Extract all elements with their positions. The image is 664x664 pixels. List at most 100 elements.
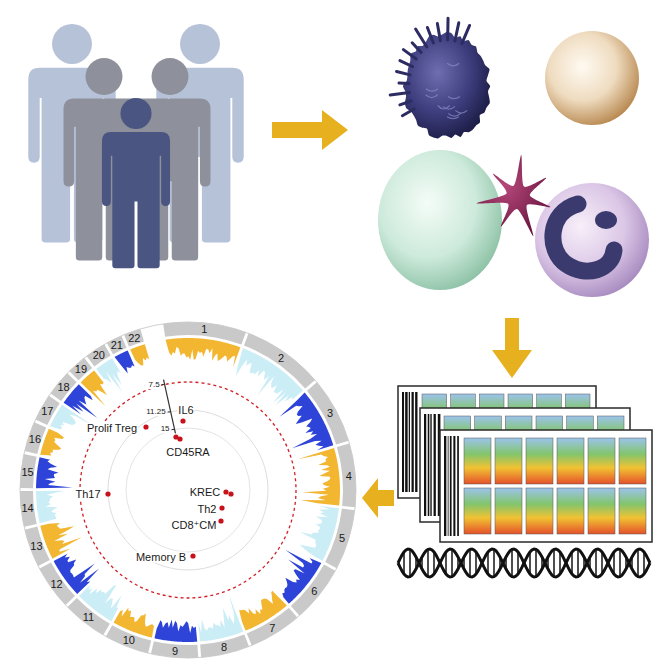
hit-marker	[218, 518, 223, 523]
cell-process	[455, 23, 459, 41]
manhattan-track	[130, 344, 149, 365]
cell-process	[446, 18, 449, 40]
chromosome-number: 16	[29, 433, 41, 444]
chromosome-number: 20	[93, 350, 105, 361]
chromosome-number: 1	[201, 324, 207, 335]
manhattan-track	[198, 595, 243, 642]
hit-marker	[177, 436, 182, 441]
chromosome-number: 10	[123, 635, 135, 646]
macrophage-cell	[403, 32, 490, 138]
manhattan-track	[36, 457, 72, 488]
axis-tick	[172, 429, 175, 430]
hit-marker	[219, 505, 224, 510]
lymphocyte-cell	[378, 150, 502, 290]
trait-label: KREC	[189, 487, 222, 498]
chromosome-number: 15	[21, 466, 33, 477]
chromosome-number: 17	[41, 405, 53, 416]
trait-label: IL6	[177, 405, 194, 416]
people-icon	[28, 24, 243, 268]
trait-label: Prolif Treg	[86, 423, 138, 434]
trait-label: CD8⁺CM	[171, 520, 218, 531]
manhattan-track	[40, 523, 82, 559]
manhattan-track	[236, 348, 303, 405]
dendritic-cell	[476, 155, 550, 236]
chromosome-number: 7	[269, 622, 275, 633]
axis-tick-label: 11.25	[145, 408, 166, 416]
manhattan-track	[239, 591, 287, 631]
chromosome-number: 19	[75, 364, 87, 375]
cell-process	[390, 92, 409, 95]
manhattan-track	[280, 393, 334, 451]
manhattan-track	[96, 358, 122, 392]
chromosome-number: 3	[327, 407, 333, 418]
person-silhouette	[102, 98, 170, 268]
cell-process	[400, 101, 411, 105]
axis-tick-label: 15	[160, 425, 171, 433]
circos-plot	[20, 322, 356, 658]
hit-marker	[143, 424, 148, 429]
manhattan-track	[114, 608, 154, 638]
cell-process	[403, 50, 416, 59]
chromosome-number: 18	[57, 382, 69, 393]
chromosome-number: 21	[111, 340, 123, 351]
hit-marker	[105, 491, 110, 496]
cell-process	[416, 29, 427, 47]
chromosome-number: 14	[21, 503, 33, 514]
chromosome-number: 5	[339, 533, 345, 544]
chromosome-ring	[151, 641, 198, 658]
plate-card	[440, 430, 652, 542]
manhattan-track	[299, 506, 338, 561]
hit-marker	[223, 489, 228, 494]
manhattan-track	[166, 338, 241, 367]
significance-threshold	[80, 382, 296, 598]
cell-process	[399, 82, 409, 86]
chromosome-number: 6	[311, 585, 317, 596]
cell-process	[427, 27, 433, 43]
neutrophil-cell	[535, 183, 649, 297]
trait-label: Memory B	[135, 552, 187, 563]
chromosome-number: 13	[30, 540, 42, 551]
manhattan-track	[297, 448, 340, 506]
chromosome-number: 8	[221, 642, 227, 653]
trait-label: CD45RA	[165, 447, 210, 458]
flow-arrow	[272, 110, 348, 150]
round-cell	[545, 31, 639, 125]
hit-marker	[228, 491, 233, 496]
axis-tick	[162, 384, 165, 385]
manhattan-track	[154, 620, 197, 642]
immune-cells	[378, 18, 649, 297]
dna-helix	[398, 549, 650, 577]
chromosome-ring	[107, 336, 127, 355]
manhattan-track	[36, 491, 65, 524]
manhattan-track	[115, 350, 135, 373]
trait-label: Th2	[197, 504, 218, 515]
assay-plates	[398, 386, 652, 542]
flow-arrow	[362, 478, 394, 518]
trait-label: Th17	[74, 489, 101, 500]
cell-process	[412, 43, 421, 53]
manhattan-track	[282, 550, 321, 604]
chromosome-number: 4	[346, 470, 352, 481]
cell-texture	[426, 63, 468, 118]
chromosome-number: 2	[278, 352, 284, 363]
chromosome-number: 11	[83, 612, 94, 623]
axis-tick-label: 7.5	[147, 381, 160, 389]
cell-process	[397, 71, 411, 74]
manhattan-track	[40, 429, 64, 456]
chromosome-number: 9	[172, 645, 178, 656]
chromosome-ring	[20, 454, 37, 488]
nucleus	[595, 211, 617, 229]
hit-marker	[190, 553, 195, 558]
chromosome-ring	[20, 491, 37, 527]
hit-marker	[180, 418, 185, 423]
cell-process	[462, 25, 470, 43]
chromosome-number: 22	[128, 332, 140, 343]
cell-process	[402, 109, 414, 116]
chromosome-number: 12	[50, 578, 62, 589]
flow-arrow	[492, 318, 532, 378]
cell-process	[400, 61, 413, 67]
chromosome-ring	[124, 329, 144, 347]
